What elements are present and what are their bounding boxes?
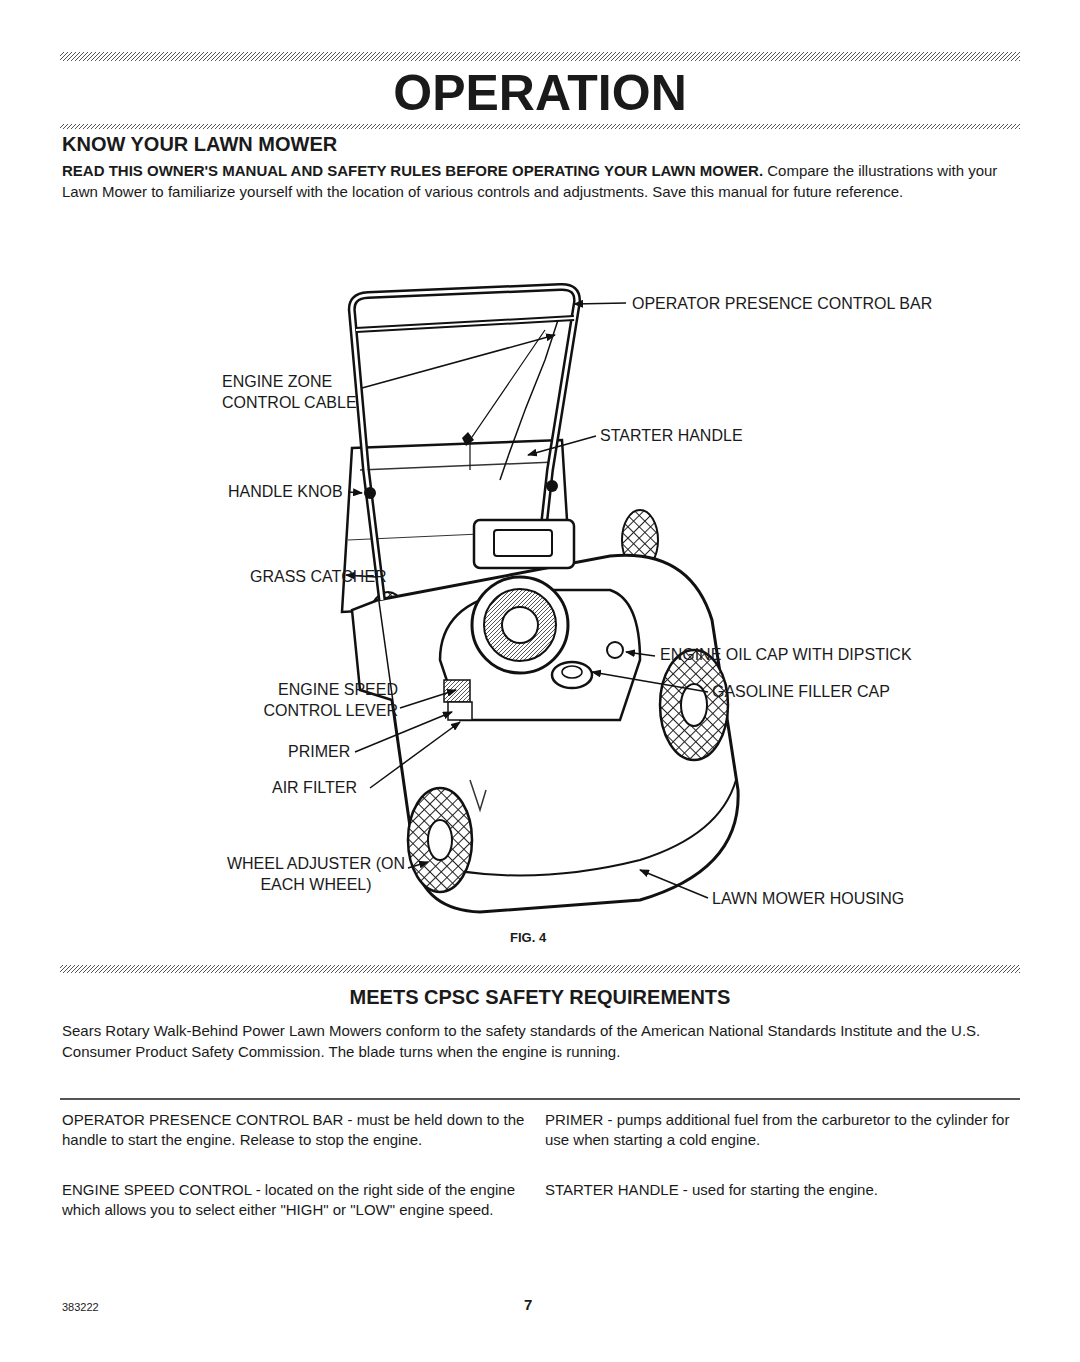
figure-caption: FIG. 4 bbox=[510, 930, 546, 947]
body-text: READ THIS OWNER'S MANUAL AND SAFETY RULE… bbox=[62, 162, 763, 179]
callout-label: STARTER HANDLE bbox=[600, 426, 743, 447]
callout-label: AIR FILTER bbox=[272, 778, 357, 799]
callout-label: OPERATOR PRESENCE CONTROL BAR bbox=[632, 294, 932, 315]
section-heading: MEETS CPSC SAFETY REQUIREMENTS bbox=[0, 984, 1080, 1010]
rule bbox=[60, 1098, 1020, 1100]
definition-text: ENGINE SPEED CONTROL - located on the ri… bbox=[62, 1180, 527, 1221]
page-number: 7 bbox=[524, 1295, 532, 1315]
handle bbox=[352, 287, 577, 600]
callout-label: PRIMER bbox=[288, 742, 350, 763]
wheel bbox=[660, 650, 728, 760]
rule bbox=[60, 52, 1020, 61]
callout-label: ENGINE SPEED CONTROL LEVER bbox=[228, 680, 398, 722]
page-title: OPERATION bbox=[0, 68, 1080, 118]
engine bbox=[440, 520, 640, 720]
paragraph: READ THIS OWNER'S MANUAL AND SAFETY RULE… bbox=[62, 160, 1020, 202]
definition-text: OPERATOR PRESENCE CONTROL BAR - must be … bbox=[62, 1110, 527, 1151]
body-text: Sears Rotary Walk-Behind Power Lawn Mowe… bbox=[62, 1020, 1020, 1062]
wheel bbox=[408, 788, 472, 892]
leader-lines bbox=[346, 303, 708, 898]
rule bbox=[60, 124, 1020, 129]
document-number: 383222 bbox=[62, 1300, 99, 1314]
section-heading: KNOW YOUR LAWN MOWER bbox=[62, 131, 337, 157]
definition-text: PRIMER - pumps additional fuel from the … bbox=[545, 1110, 1020, 1151]
wheel-hub bbox=[428, 820, 452, 860]
callout-label: ENGINE OIL CAP WITH DIPSTICK bbox=[660, 645, 912, 666]
callout-label: GRASS CATCHER bbox=[250, 567, 387, 588]
rule bbox=[60, 965, 1020, 973]
callout-label: WHEEL ADJUSTER (ON EACH WHEEL) bbox=[226, 854, 406, 896]
mower-housing bbox=[352, 555, 738, 912]
callout-label: HANDLE KNOB bbox=[228, 482, 343, 503]
callout-label: GASOLINE FILLER CAP bbox=[712, 682, 890, 703]
definition-text: STARTER HANDLE - used for starting the e… bbox=[545, 1180, 1020, 1200]
callout-label: ENGINE ZONE CONTROL CABLE bbox=[222, 372, 382, 414]
callout-label: LAWN MOWER HOUSING bbox=[712, 889, 904, 910]
